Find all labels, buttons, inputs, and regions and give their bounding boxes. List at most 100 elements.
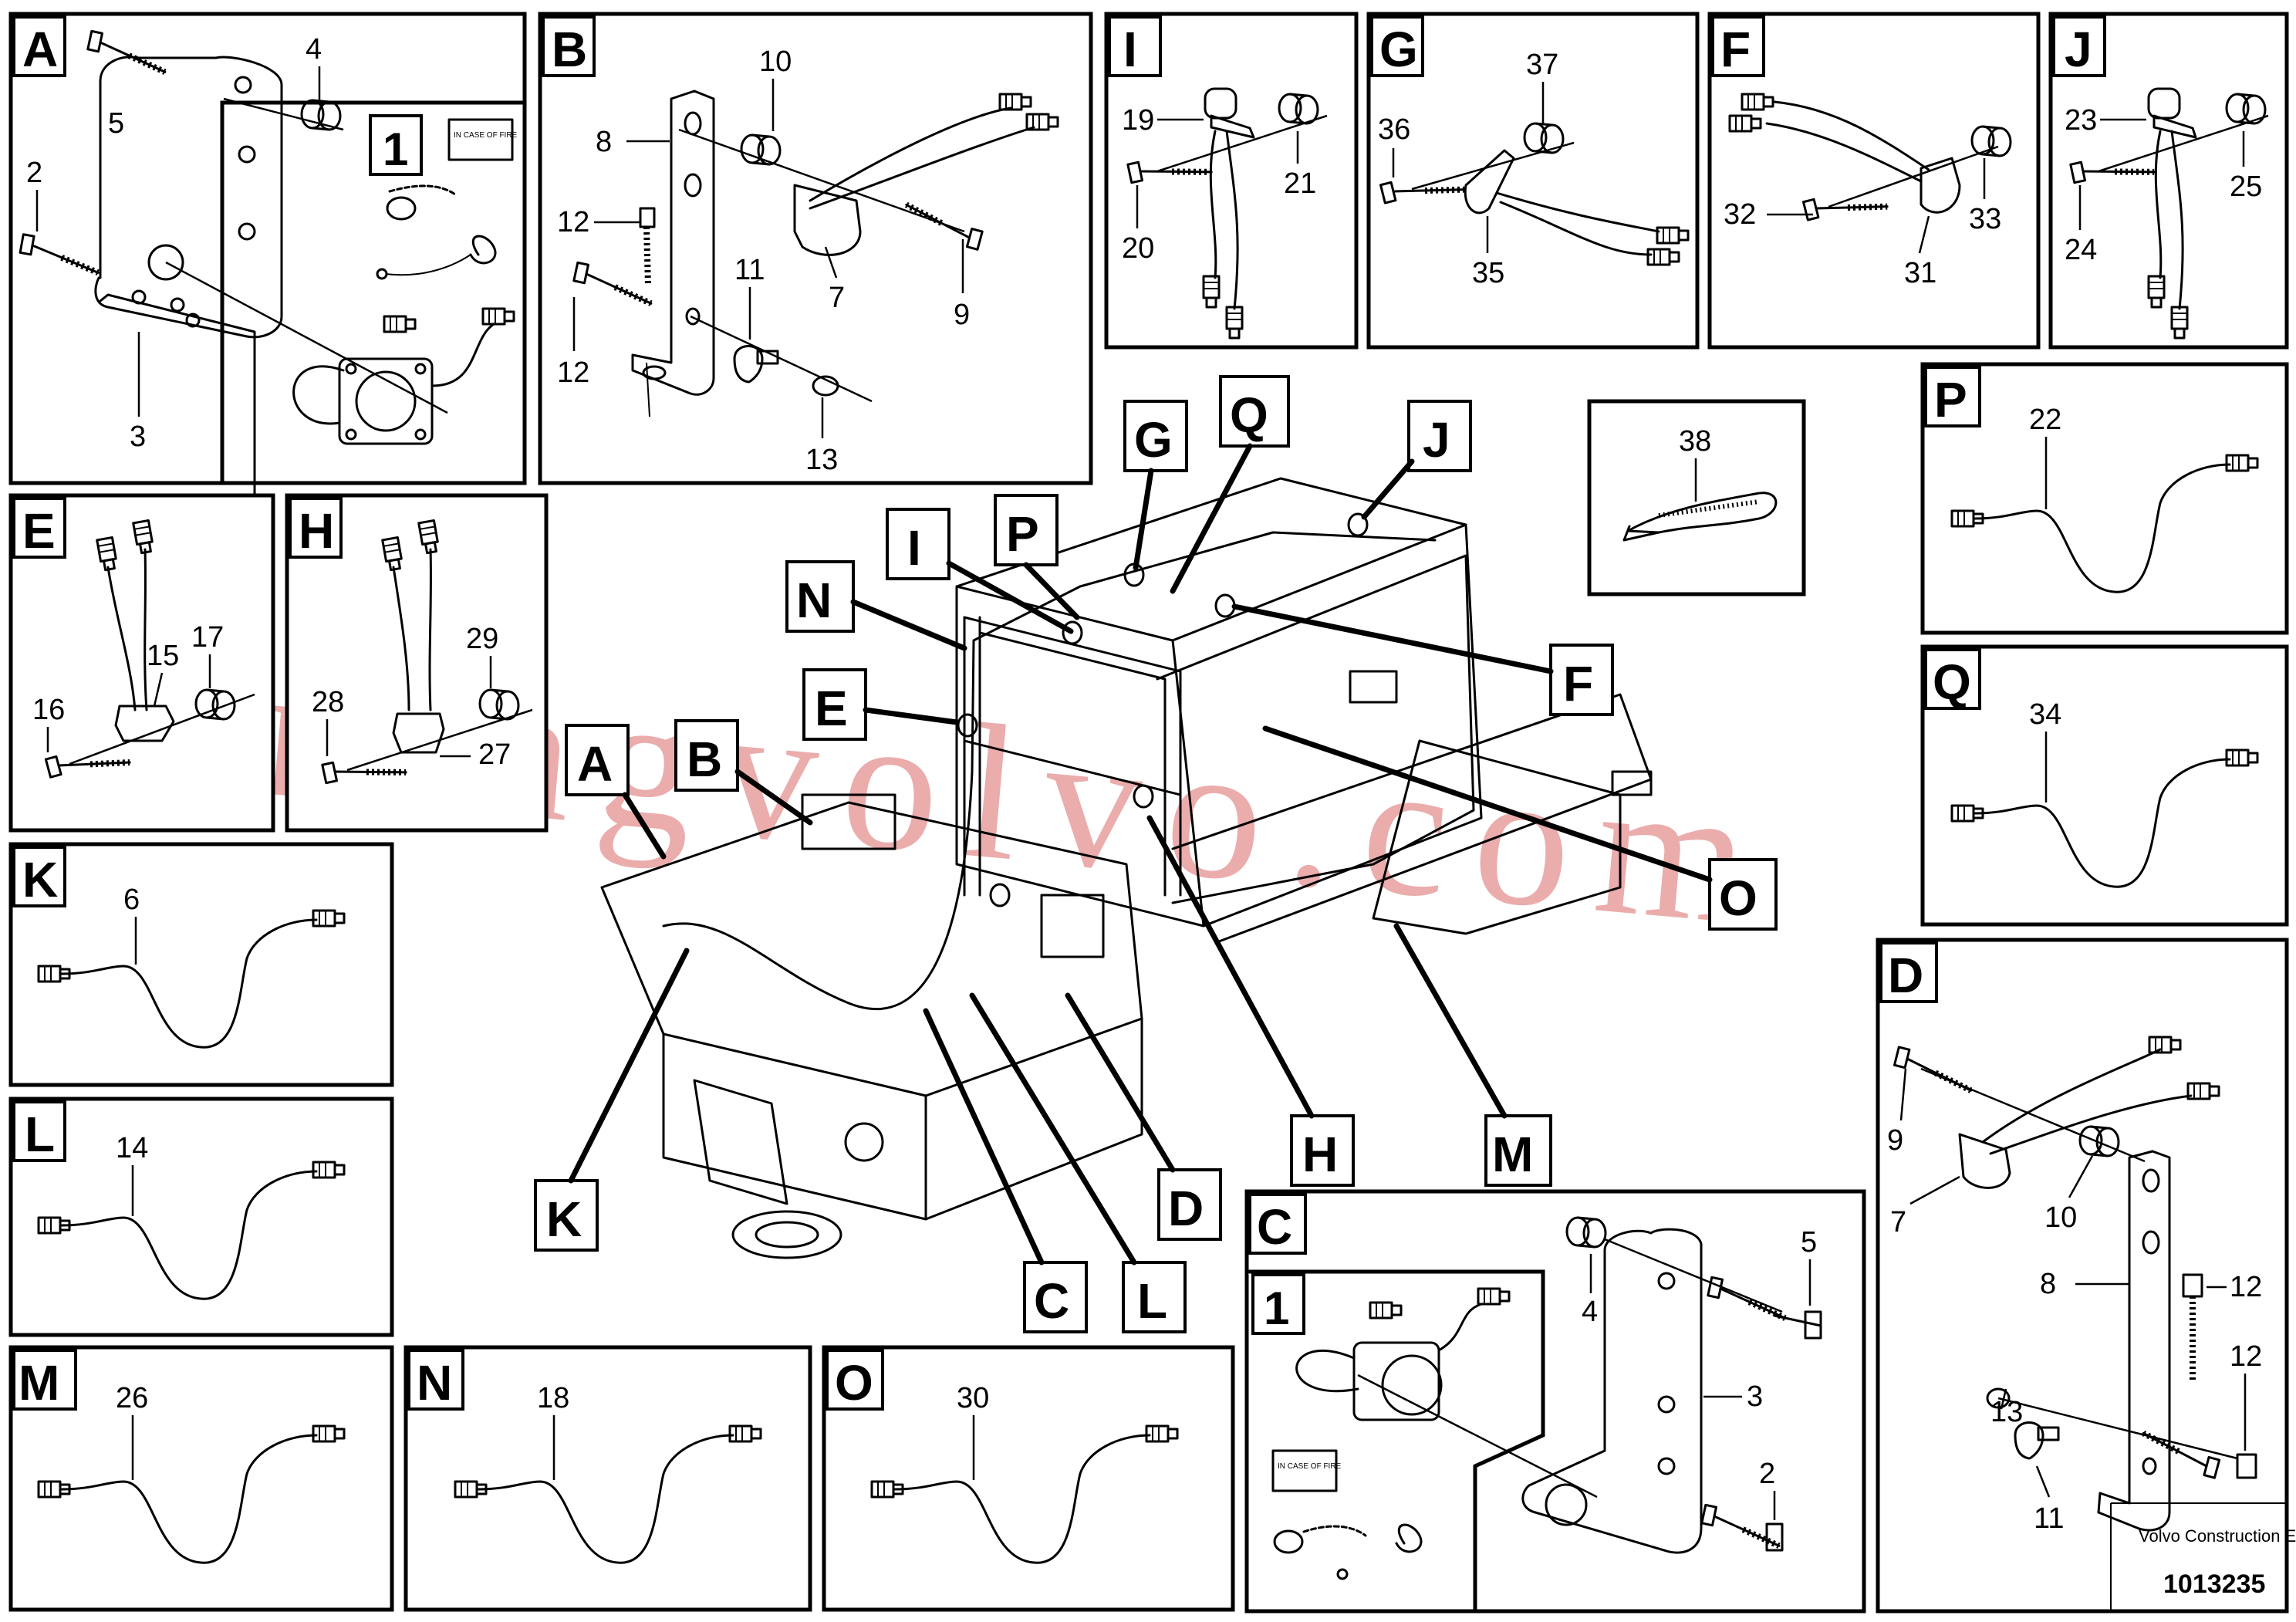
panel-l: L 14	[8, 1097, 394, 1337]
panel-i-letter: I	[1123, 22, 1137, 77]
panel-k-letter: K	[22, 852, 58, 907]
panel-l-letter: L	[25, 1107, 55, 1162]
callout-g-35: 35	[1472, 257, 1504, 289]
callout-d-11: 11	[2034, 1502, 2064, 1535]
callout-a-2: 2	[26, 157, 42, 189]
callout-b-8: 8	[596, 126, 612, 158]
callout-e-17: 17	[191, 621, 224, 654]
tag-c: C	[1034, 1273, 1069, 1329]
tag-k: K	[546, 1191, 582, 1247]
tag-e: E	[815, 681, 848, 736]
callout-c-5: 5	[1801, 1226, 1817, 1259]
callout-d-8: 8	[2040, 1268, 2056, 1300]
callout-tie-38: 38	[1679, 425, 1711, 458]
main-frame	[600, 477, 1653, 1259]
panel-q: Q 34	[1920, 644, 2289, 927]
tag-p: P	[1006, 506, 1039, 562]
callout-d-12-2: 12	[2230, 1340, 2262, 1373]
fire-tag-a: IN CASE OF FIRE	[454, 131, 518, 140]
callout-e-15: 15	[147, 640, 179, 672]
callout-c-4: 4	[1582, 1296, 1598, 1328]
tag-i: I	[907, 520, 921, 576]
callout-h-29: 29	[466, 623, 498, 655]
callout-q-34: 34	[2029, 698, 2061, 731]
callout-i-19: 19	[1122, 104, 1154, 137]
panel-m-letter: M	[19, 1355, 59, 1411]
panel-n-letter: N	[417, 1355, 452, 1411]
callout-h-27: 27	[478, 738, 511, 771]
panel-m: M 26	[8, 1345, 394, 1612]
callout-o-30: 30	[957, 1382, 989, 1414]
callout-i-21: 21	[1284, 167, 1316, 200]
callout-h-28: 28	[312, 686, 344, 718]
panel-p: P 22	[1920, 362, 2289, 635]
panel-g-letter: G	[1379, 22, 1418, 77]
panel-c-letter: C	[1257, 1199, 1292, 1255]
panel-p-letter: P	[1934, 372, 1967, 427]
callout-d-12: 12	[2230, 1271, 2262, 1303]
panel-e-letter: E	[22, 503, 56, 559]
tag-b: B	[687, 732, 722, 787]
tag-m: M	[1492, 1127, 1533, 1182]
callout-b-12: 12	[557, 206, 589, 238]
tag-g: G	[1134, 412, 1173, 468]
footer-company: Volvo Construction Equipment	[2139, 1526, 2296, 1546]
panel-i: I 19 21 20	[1104, 12, 1359, 350]
fire-tag-c: IN CASE OF FIRE	[1278, 1462, 1342, 1471]
tag-l: L	[1137, 1273, 1167, 1329]
panel-h-letter: H	[299, 503, 334, 559]
panel-c: C 1 IN CASE OF FIRE 5 4 3 2	[1244, 1189, 1866, 1614]
callout-j-25: 25	[2230, 171, 2262, 203]
panel-q-letter: Q	[1933, 654, 1971, 710]
callout-b-11: 11	[734, 254, 765, 286]
callout-b-9: 9	[954, 299, 970, 331]
callout-b-7: 7	[829, 282, 845, 314]
panel-k: K 6	[8, 842, 394, 1087]
callout-i-20: 20	[1122, 232, 1154, 265]
tag-j: J	[1423, 412, 1450, 468]
panel-e: E 15 17 16	[8, 493, 275, 833]
panel-a-letter: A	[22, 22, 58, 77]
tag-n: N	[796, 573, 832, 628]
panel-f-letter: F	[1720, 22, 1751, 77]
panel-j: J 23 25 24	[2048, 12, 2289, 350]
panel-a: A 1 IN CASE OF FIRE 5 4 2	[8, 12, 527, 495]
panel-cable-tie: 38	[1587, 399, 1806, 596]
tag-f: F	[1563, 656, 1593, 711]
panel-n: N 18	[403, 1345, 812, 1612]
callout-b-12-2: 12	[557, 357, 589, 389]
panel-d-letter: D	[1888, 948, 1923, 1003]
callout-k-6: 6	[123, 884, 140, 916]
tag-h: H	[1302, 1127, 1338, 1182]
callout-b-10: 10	[759, 46, 792, 78]
panel-b: B 10 8 12 11 7 9 12 13	[538, 12, 1093, 485]
panel-c-sub-letter: 1	[1264, 1282, 1289, 1334]
panel-h: H 29 28 27	[285, 493, 549, 833]
callout-l-14: 14	[116, 1132, 148, 1164]
callout-a-5: 5	[108, 107, 124, 140]
panel-g: G 37 36 35	[1366, 12, 1700, 350]
callout-e-16: 16	[32, 694, 65, 726]
tag-a: A	[577, 736, 613, 792]
main-tags: G Q J P I N F E A B	[534, 375, 1778, 1333]
callout-d-7: 7	[1890, 1206, 1906, 1238]
panel-b-letter: B	[552, 22, 587, 77]
callout-m-26: 26	[116, 1382, 148, 1414]
callout-c-2: 2	[1759, 1458, 1775, 1490]
callout-c-3: 3	[1747, 1380, 1763, 1413]
callout-f-31: 31	[1904, 257, 1936, 289]
callout-a-4: 4	[306, 33, 322, 66]
tag-q: Q	[1230, 387, 1268, 443]
callout-a-3: 3	[130, 421, 146, 453]
tag-o: O	[1719, 870, 1757, 926]
callout-b-13: 13	[805, 444, 838, 476]
callout-f-32: 32	[1724, 198, 1756, 231]
callout-j-23: 23	[2065, 104, 2097, 137]
callout-n-18: 18	[537, 1382, 569, 1414]
callout-d-10: 10	[2044, 1201, 2077, 1234]
callout-g-37: 37	[1526, 49, 1558, 81]
drawing-number: 1013235	[2163, 1570, 2265, 1599]
panel-f: F 32 33 31	[1707, 12, 2041, 350]
callout-p-22: 22	[2029, 404, 2061, 436]
